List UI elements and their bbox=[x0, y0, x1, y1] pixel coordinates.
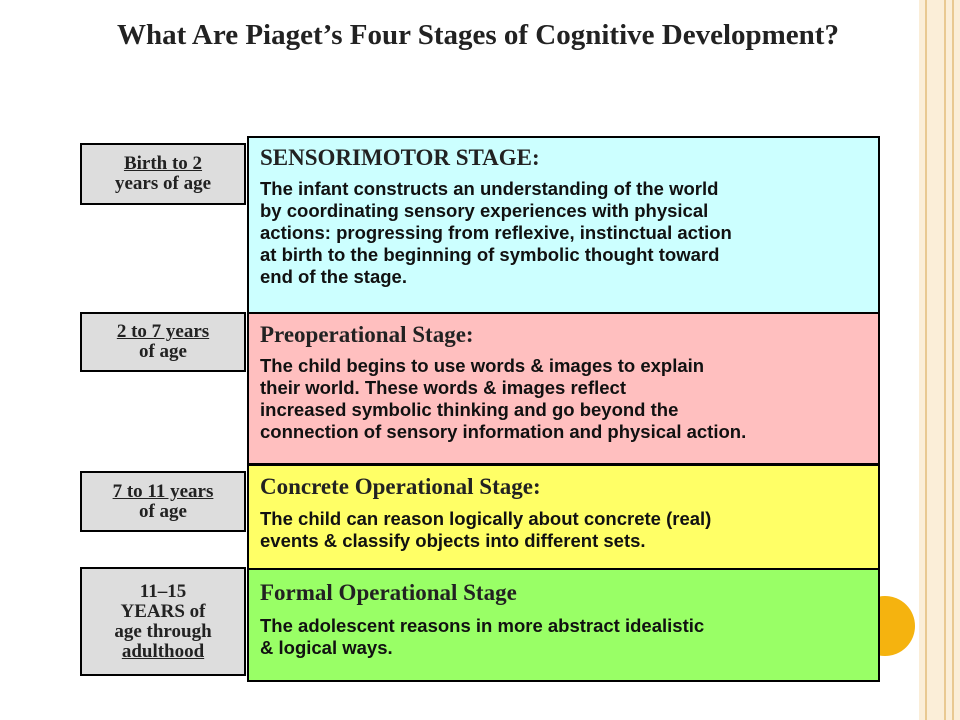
age-line: Birth to 2 bbox=[123, 153, 203, 174]
stage-box-formal: Formal Operational Stage The adolescent … bbox=[247, 568, 880, 682]
slide-title: What Are Piaget’s Four Stages of Cogniti… bbox=[117, 19, 839, 51]
stage-heading: Concrete Operational Stage: bbox=[260, 474, 541, 499]
side-strip-line bbox=[944, 0, 946, 720]
stage-description: The child can reason logically about con… bbox=[260, 508, 870, 552]
description-line: by coordinating sensory experiences with… bbox=[260, 200, 709, 221]
stage-heading: Preoperational Stage: bbox=[260, 322, 474, 347]
stage-description: The child begins to use words & images t… bbox=[260, 355, 870, 443]
description-line: The child begins to use words & images t… bbox=[260, 355, 705, 376]
stage-heading: Formal Operational Stage bbox=[260, 580, 517, 605]
stage-box-concrete: Concrete Operational Stage: The child ca… bbox=[247, 464, 880, 570]
age-line: years of age bbox=[114, 173, 212, 194]
description-line: The child can reason logically about con… bbox=[260, 508, 712, 529]
description-line: & logical ways. bbox=[260, 637, 393, 658]
description-line: at birth to the beginning of symbolic th… bbox=[260, 244, 720, 265]
side-strip-line bbox=[952, 0, 954, 720]
description-line: increased symbolic thinking and go beyon… bbox=[260, 399, 679, 420]
age-box-preoperational: 2 to 7 years of age bbox=[80, 312, 246, 372]
description-line: their world. These words & images reflec… bbox=[260, 377, 626, 398]
stage-heading: SENSORIMOTOR STAGE: bbox=[260, 145, 540, 170]
description-line: actions: progressing from reflexive, ins… bbox=[260, 222, 732, 243]
description-line: The adolescent reasons in more abstract … bbox=[260, 615, 705, 636]
age-line: adulthood bbox=[121, 640, 205, 662]
stage-description: The adolescent reasons in more abstract … bbox=[260, 615, 870, 659]
age-line: YEARS of bbox=[120, 600, 206, 622]
age-line: 11–15 bbox=[139, 580, 187, 602]
age-line: of age bbox=[138, 500, 187, 522]
age-box-concrete: 7 to 11 years of age bbox=[80, 471, 246, 532]
stage-box-preoperational: Preoperational Stage: The child begins t… bbox=[247, 312, 880, 465]
side-strip-line bbox=[925, 0, 927, 720]
age-line: age through bbox=[114, 620, 212, 642]
description-line: events & classify objects into different… bbox=[260, 530, 646, 551]
age-box-sensorimotor: Birth to 2 years of age bbox=[80, 143, 246, 205]
description-line: connection of sensory information and ph… bbox=[260, 421, 747, 442]
age-line: 7 to 11 years bbox=[112, 480, 214, 502]
age-line: of age bbox=[138, 341, 187, 362]
description-line: The infant constructs an understanding o… bbox=[260, 178, 719, 199]
stage-box-sensorimotor: SENSORIMOTOR STAGE: The infant construct… bbox=[247, 136, 880, 314]
age-box-formal: 11–15 YEARS of age through adulthood bbox=[80, 567, 246, 676]
stage-description: The infant constructs an understanding o… bbox=[260, 178, 870, 288]
description-line: end of the stage. bbox=[260, 266, 407, 287]
age-line: 2 to 7 years bbox=[116, 321, 210, 342]
